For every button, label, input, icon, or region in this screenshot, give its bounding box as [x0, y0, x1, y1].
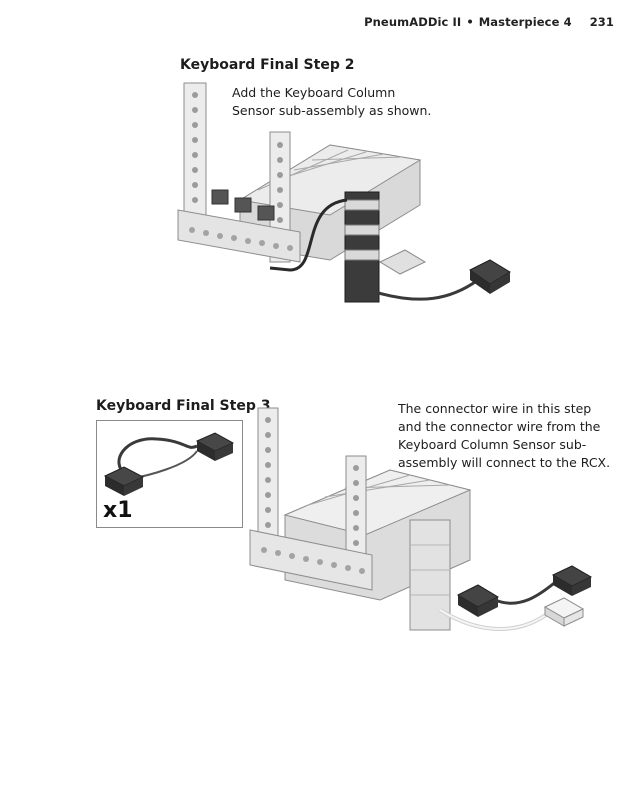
- page-number: 231: [590, 15, 614, 29]
- step3-instruction-line: The connector wire in this step: [398, 400, 610, 418]
- step2-instruction-line: Add the Keyboard Column: [232, 84, 431, 102]
- step2-instruction-line: Sensor sub-assembly as shown.: [232, 102, 431, 120]
- header-bullet: •: [466, 15, 473, 29]
- step3-instruction-line: and the connector wire from the: [398, 418, 610, 436]
- step2-title: Keyboard Final Step 2: [180, 57, 354, 73]
- step3-instruction-line: assembly will connect to the RCX.: [398, 454, 610, 472]
- step3-title: Keyboard Final Step 3: [96, 398, 270, 414]
- book-title: PneumADDic II: [364, 15, 461, 29]
- step3-instruction: The connector wire in this step and the …: [398, 400, 610, 472]
- chapter-title: Masterpiece 4: [479, 15, 572, 29]
- step3-instruction-line: Keyboard Column Sensor sub-: [398, 436, 610, 454]
- parts-list-box: x1: [96, 420, 243, 528]
- running-header: PneumADDic II • Masterpiece 4 231: [364, 15, 614, 29]
- step2-instruction: Add the Keyboard Column Sensor sub-assem…: [232, 84, 431, 120]
- part-quantity: x1: [103, 498, 133, 523]
